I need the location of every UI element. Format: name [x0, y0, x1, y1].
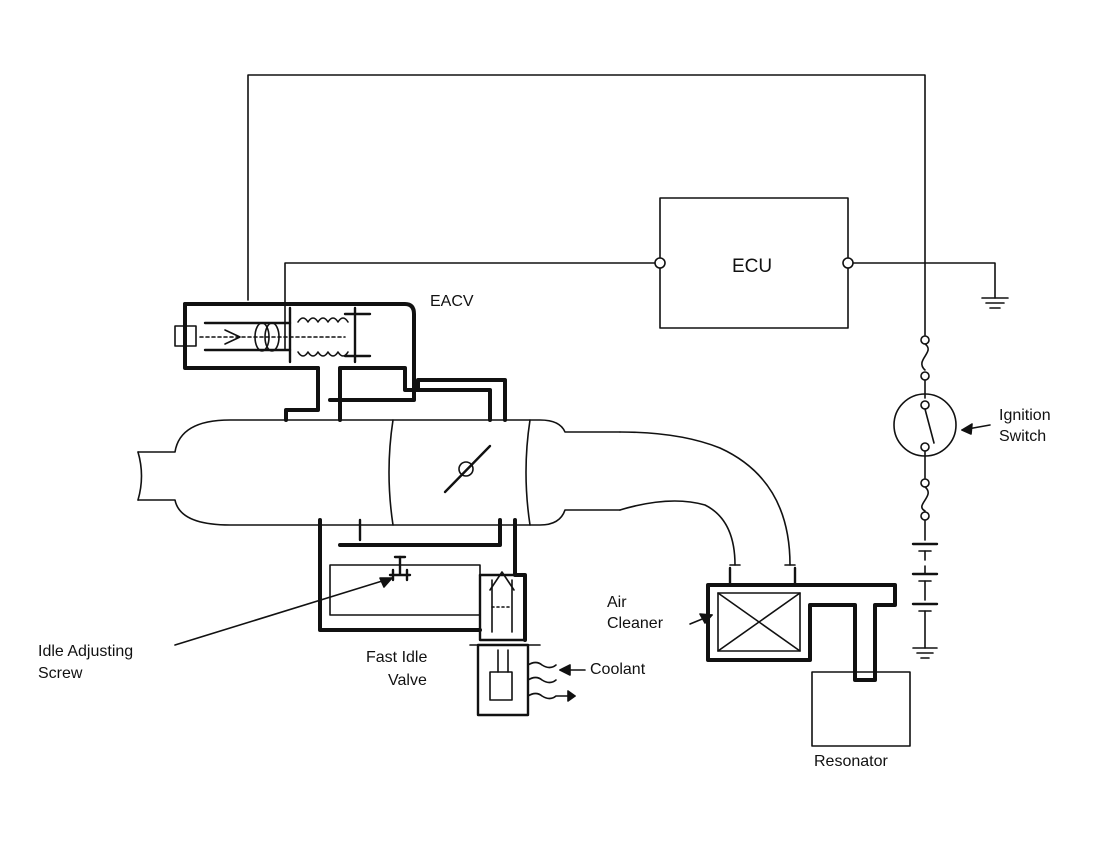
ignition-label-line2: Switch: [999, 428, 1046, 445]
intake-pipe: [619, 431, 797, 587]
idle-air-passage: Idle Adjusting Screw: [38, 518, 502, 682]
ignition-circuit: Ignition Switch: [893, 335, 1051, 659]
ignition-label-line1: Ignition: [999, 407, 1051, 424]
fast-idle-label-line2: Valve: [388, 672, 427, 689]
wiring: [247, 74, 1009, 351]
idle-screw-label-line2: Screw: [38, 665, 83, 682]
throttle-body: [137, 419, 621, 526]
air-cleaner-label-line2: Cleaner: [607, 615, 664, 632]
resonator-label: Resonator: [814, 753, 888, 770]
fast-idle-label-line1: Fast Idle: [366, 649, 427, 666]
air-cleaner: Air Cleaner: [607, 583, 897, 682]
resonator: Resonator: [811, 671, 911, 770]
eacv-valve: EACV: [174, 293, 474, 402]
bypass-passage: [284, 366, 507, 422]
eacv-connector: [174, 325, 197, 347]
battery-icon: [911, 542, 939, 659]
air-cleaner-label-line1: Air: [607, 594, 627, 611]
fast-idle-valve: Coolant Fast Idle Valve: [366, 518, 646, 717]
ecu-label: ECU: [732, 256, 772, 277]
ecu-box: ECU: [654, 197, 854, 329]
idle-screw-label-line1: Idle Adjusting: [38, 643, 133, 660]
coolant-label: Coolant: [590, 661, 646, 678]
eacv-label: EACV: [430, 293, 474, 310]
